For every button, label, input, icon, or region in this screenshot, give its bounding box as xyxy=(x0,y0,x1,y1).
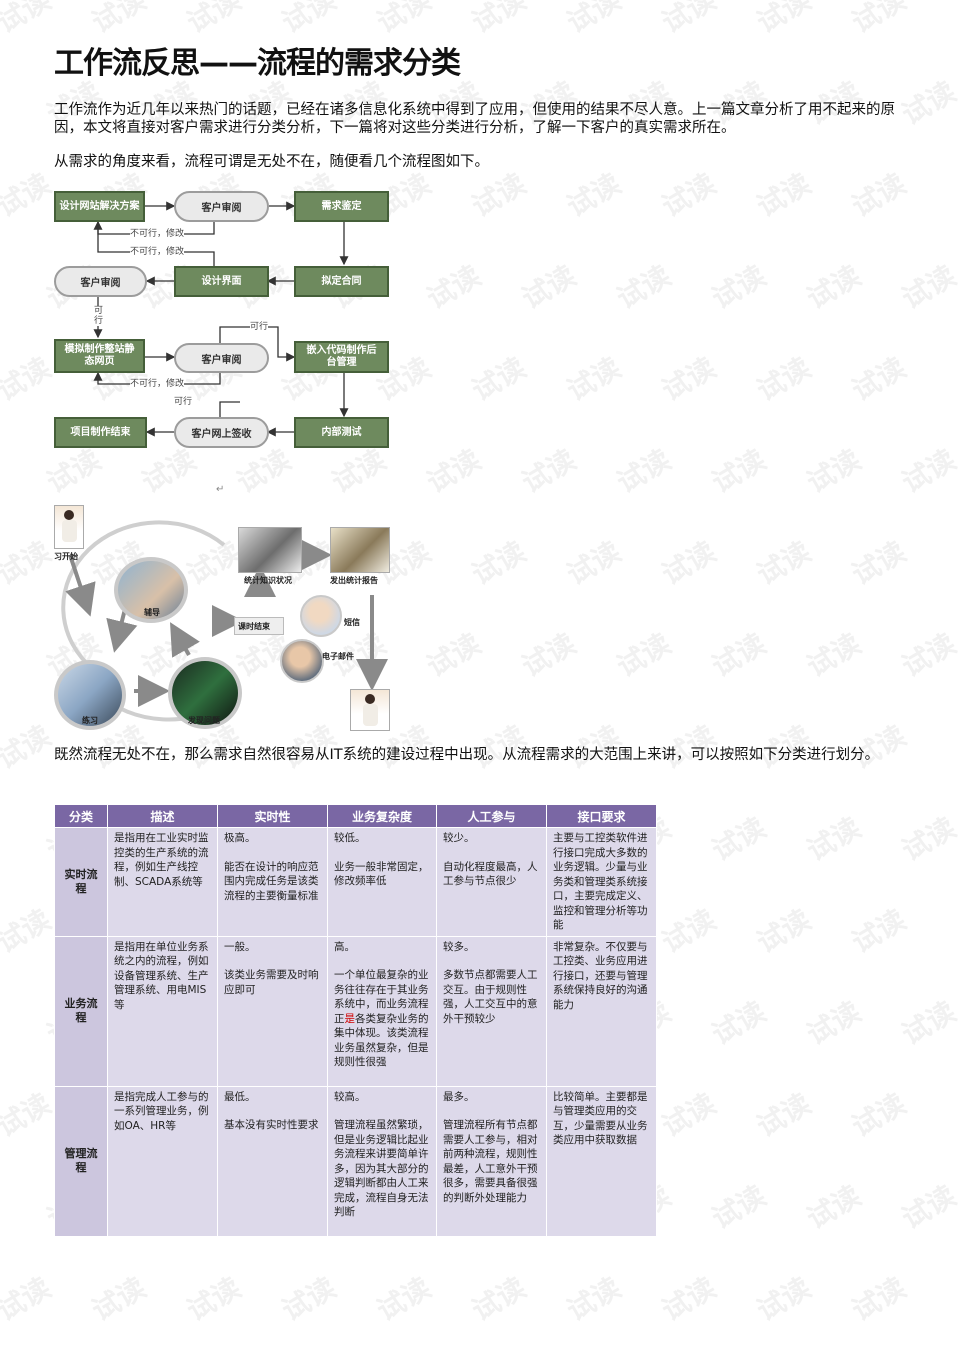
cell-complexity: 较高。管理流程虽然繁琐，但是业务逻辑比起业务流程来讲要简单许多，因为其大部分的逻… xyxy=(327,1085,437,1237)
cell-description: 是指完成人工参与的一系列管理业务，例如OA、HR等 xyxy=(107,1085,218,1237)
label-start: 习开始 xyxy=(54,552,78,561)
cell-human-level: 最多。 xyxy=(443,1090,475,1103)
cell-realtime: 最低。基本没有实时性要求 xyxy=(217,1085,328,1237)
cell-complexity-detail: 业务一般非常固定，修改频率低 xyxy=(334,860,429,888)
flow-box-design-solution: 设计网站解决方案 xyxy=(54,191,145,222)
cell-human-level: 较少。 xyxy=(443,832,475,844)
cell-complexity-level: 高。 xyxy=(334,940,355,953)
cell-realtime-level: 一般。 xyxy=(224,940,256,953)
header-category: 分类 xyxy=(54,804,108,828)
flow-box-requirement-check: 需求鉴定 xyxy=(294,191,389,222)
table-row: 管理流程 是指完成人工参与的一系列管理业务，例如OA、HR等 最低。基本没有实时… xyxy=(54,1085,657,1237)
cell-realtime-detail: 该类业务需要及时响应即可 xyxy=(224,969,319,996)
email-person-photo xyxy=(280,639,324,683)
cell-human-detail: 多数节点都需要人工交互。由于规则性强，人工交互中的意外干预较少 xyxy=(443,969,538,1025)
cell-complexity-detail: 管理流程虽然繁琐，但是业务逻辑比起业务流程来讲要简单许多，因为其大部分的逻辑判断… xyxy=(334,1119,429,1218)
website-project-flowchart: 设计网站解决方案 客户审阅 需求鉴定 客户审阅 设计界面 拟定合同 模拟制作整站… xyxy=(54,186,394,452)
flow-box-embed-code: 嵌入代码制作后台管理 xyxy=(294,341,389,373)
cell-realtime-level: 最低。 xyxy=(224,1090,256,1103)
intro-paragraph: 工作流作为近几年以来热门的话题，已经在诸多信息化系统中得到了应用，但使用的结果不… xyxy=(54,102,895,136)
flow-box-project-end: 项目制作结束 xyxy=(54,417,147,448)
find-problem-circle-photo xyxy=(168,657,242,729)
learning-cycle-diagram: 习开始 辅导 练习 发现问题 课时结束 统计知识状况 发出统计报告 短信 电子邮… xyxy=(54,505,396,733)
flow-label-not-feasible-2: 不可行，修改 xyxy=(130,247,185,257)
cell-human: 较多。多数节点都需要人工交互。由于规则性强，人工交互中的意外干预较少 xyxy=(436,935,547,1087)
student-photo-end xyxy=(350,689,390,731)
cell-interface: 主要与工控类软件进行接口完成大多数的业务逻辑。少量与业务类和管理类系统接口，主要… xyxy=(546,827,657,937)
flow-label-not-feasible-1: 不可行，修改 xyxy=(130,229,185,239)
page-title: 工作流反思——流程的需求分类 xyxy=(54,46,461,81)
cell-human: 最多。管理流程所有节点都需要人工参与，相对前两种流程，规则性最差，人工意外干预很… xyxy=(436,1085,547,1237)
label-class-end: 课时结束 xyxy=(238,622,270,631)
label-sms: 短信 xyxy=(344,618,360,627)
flow-box-online-signoff: 客户网上签收 xyxy=(174,417,269,448)
stats-photo xyxy=(238,527,302,573)
flow-label-feasible-3: 可行 xyxy=(174,397,193,407)
label-report: 发出统计报告 xyxy=(330,576,378,585)
label-tutor: 辅导 xyxy=(144,608,160,617)
header-interface: 接口要求 xyxy=(546,804,657,828)
cell-realtime: 一般。该类业务需要及时响应即可 xyxy=(217,935,328,1087)
table-header-row: 分类 描述 实时性 业务复杂度 人工参与 接口要求 xyxy=(54,804,657,828)
cell-complexity: 高。一个单位最复杂的业务往往存在于其业务系统中，而业务流程正是各类复杂业务的集中… xyxy=(327,935,437,1087)
label-stats: 统计知识状况 xyxy=(244,576,292,585)
row-category: 实时流程 xyxy=(54,827,108,937)
label-practice: 练习 xyxy=(82,716,98,725)
flow-box-internal-test: 内部测试 xyxy=(294,417,389,448)
header-human: 人工参与 xyxy=(436,804,547,828)
classification-paragraph: 既然流程无处不在，那么需求自然很容易从IT系统的建设过程中出现。从流程需求的大范… xyxy=(54,747,880,763)
return-mark: ↵ xyxy=(216,484,225,495)
flow-box-client-review-2: 客户审阅 xyxy=(54,266,147,297)
flow-box-client-review-3: 客户审阅 xyxy=(174,343,269,373)
cell-interface: 非常复杂。不仅要与工控类、业务应用进行接口，还要与管理系统保持良好的沟通能力 xyxy=(546,935,657,1087)
flow-intro-paragraph: 从需求的角度来看，流程可谓是无处不在，随便看几个流程图如下。 xyxy=(54,154,489,170)
row-category: 业务流程 xyxy=(54,935,108,1087)
cell-complexity-detail-part1: 一个单位最复杂的业务往往存在于其业务系统中，而业务流程正 xyxy=(334,969,429,1025)
cell-realtime-level: 极高。 xyxy=(224,832,256,844)
header-complexity: 业务复杂度 xyxy=(327,804,437,828)
flow-box-draft-contract: 拟定合同 xyxy=(294,266,389,297)
flow-box-client-review-1: 客户审阅 xyxy=(174,191,269,222)
flow-box-static-pages: 模拟制作整站静态网页 xyxy=(54,339,145,373)
report-photo xyxy=(330,527,390,573)
student-photo-start xyxy=(54,505,84,549)
flow-label-not-feasible-3: 不可行，修改 xyxy=(130,379,185,389)
cell-complexity-level: 较低。 xyxy=(334,832,366,844)
cell-complexity-level: 较高。 xyxy=(334,1090,366,1103)
table-row: 实时流程 是指用在工业实时监控类的生产系统的流程，例如生产线控制、SCADA系统… xyxy=(54,827,657,937)
flow-box-design-ui: 设计界面 xyxy=(174,266,269,297)
cell-complexity-highlight: 是 xyxy=(344,1012,356,1025)
class-end-box xyxy=(234,617,284,635)
practice-circle-photo xyxy=(54,660,126,730)
flow-label-feasible-1: 可行 xyxy=(94,306,104,326)
cell-human-detail: 管理流程所有节点都需要人工参与，相对前两种流程，规则性最差，人工意外干预很多，需… xyxy=(443,1119,538,1204)
row-category: 管理流程 xyxy=(54,1085,108,1237)
table-row: 业务流程 是指用在单位业务系统之内的流程，例如设备管理系统、生产管理系统、用电M… xyxy=(54,935,657,1087)
flowchart-arrows xyxy=(93,201,349,437)
cell-complexity-detail-part2: 各类复杂业务的集中体现。该类流程业务虽然复杂，但是规则性很强 xyxy=(334,1012,429,1069)
label-find-problem: 发现问题 xyxy=(188,716,220,725)
cell-description: 是指用在单位业务系统之内的流程，例如设备管理系统、生产管理系统、用电MIS等 xyxy=(107,935,218,1087)
cell-human-level: 较多。 xyxy=(443,940,475,953)
cell-complexity: 较低。业务一般非常固定，修改频率低 xyxy=(327,827,437,937)
cell-interface: 比较简单。主要都是与管理类应用的交互，少量需要从业务类应用中获取数据 xyxy=(546,1085,657,1237)
header-description: 描述 xyxy=(107,804,218,828)
process-classification-table: 分类 描述 实时性 业务复杂度 人工参与 接口要求 实时流程 是指用在工业实时监… xyxy=(54,804,657,1237)
sms-person-photo xyxy=(300,595,342,637)
cell-realtime: 极高。能否在设计的响应范围内完成任务是该类流程的主要衡量标准 xyxy=(217,827,328,937)
cell-realtime-detail: 基本没有实时性要求 xyxy=(224,1119,319,1131)
cell-human-detail: 自动化程度最高，人工参与节点很少 xyxy=(443,860,538,888)
label-email: 电子邮件 xyxy=(322,652,354,661)
flow-label-feasible-2: 可行 xyxy=(250,322,269,332)
tutor-circle-photo xyxy=(114,557,188,623)
header-realtime: 实时性 xyxy=(217,804,328,828)
cell-human: 较少。自动化程度最高，人工参与节点很少 xyxy=(436,827,547,937)
cell-realtime-detail: 能否在设计的响应范围内完成任务是该类流程的主要衡量标准 xyxy=(224,860,319,902)
cell-description: 是指用在工业实时监控类的生产系统的流程，例如生产线控制、SCADA系统等 xyxy=(107,827,218,937)
